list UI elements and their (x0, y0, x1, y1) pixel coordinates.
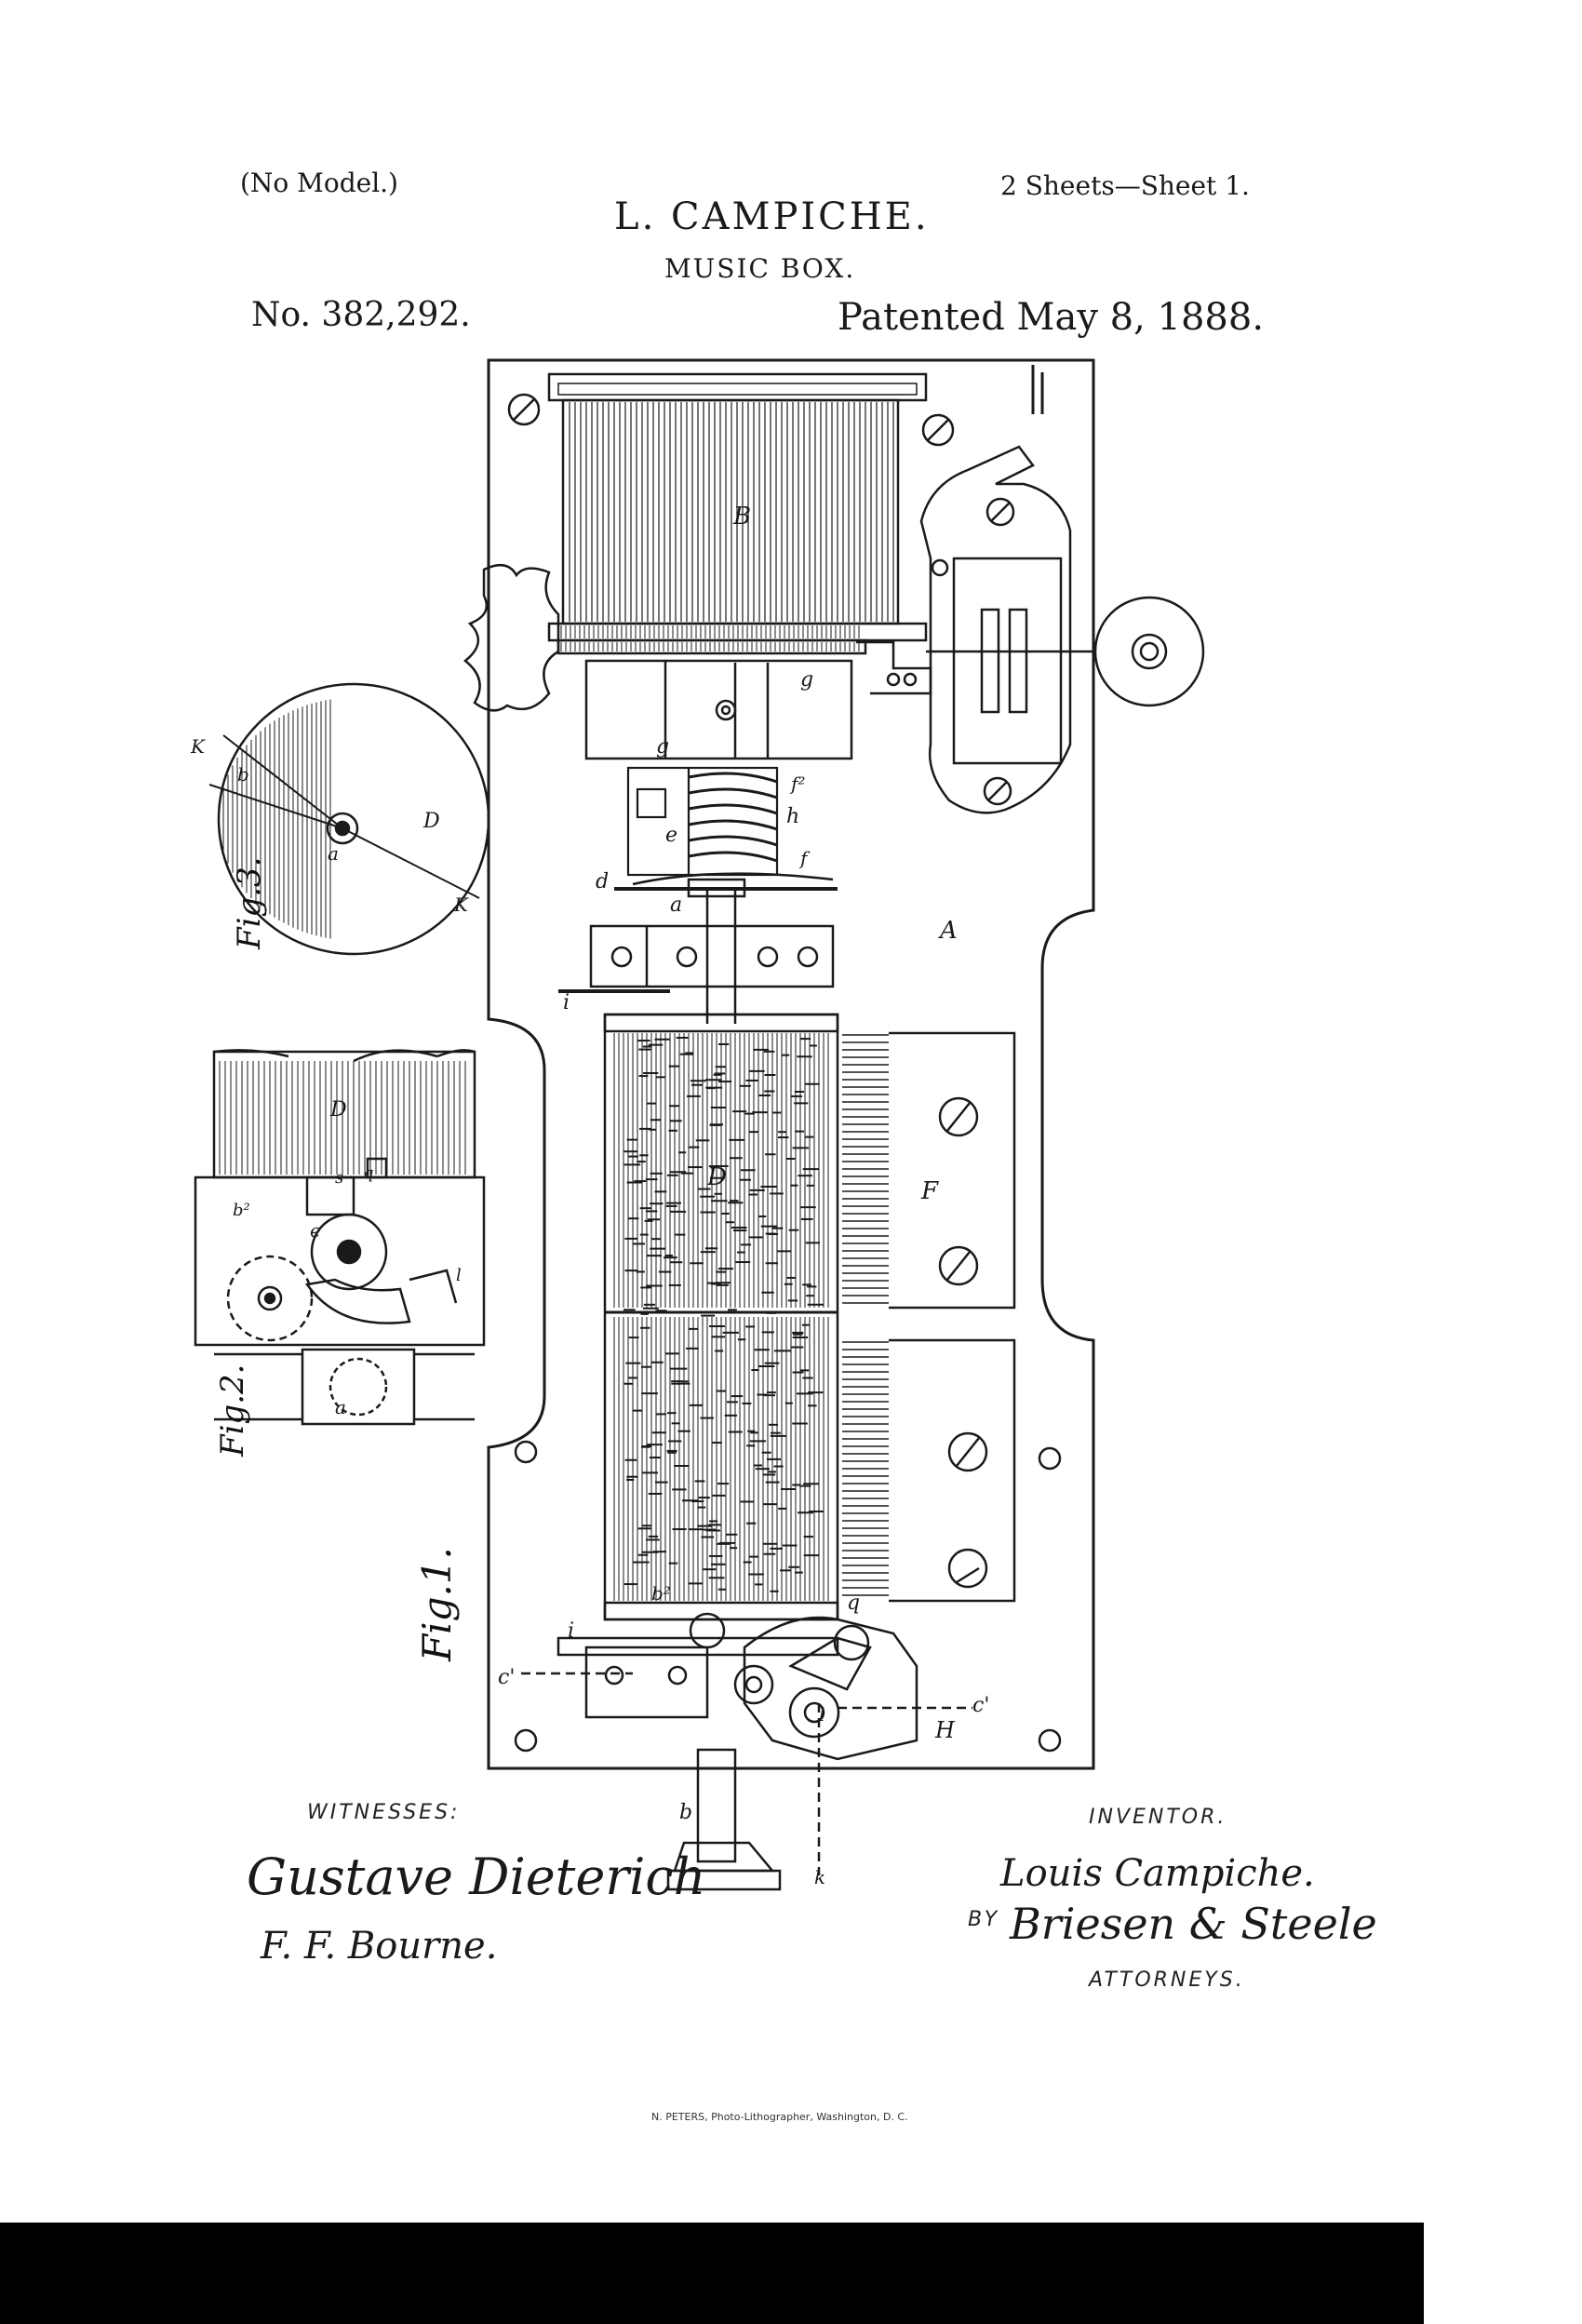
label-e-fig2: e (310, 1219, 321, 1242)
patent-number: No. 382,292. (251, 296, 471, 334)
label-k-fig3: K (191, 735, 205, 758)
label-F: F (921, 1177, 939, 1205)
label-b2: b² (651, 1582, 671, 1605)
label-b2-fig2: b² (233, 1201, 250, 1220)
label-a: a (670, 893, 683, 917)
label-q: q (847, 1592, 861, 1615)
label-i: i (563, 991, 570, 1014)
witness-signature-2: F. F. Bourne. (261, 1925, 498, 1968)
label-D: D (707, 1163, 727, 1191)
label-l-fig2: l (456, 1266, 462, 1285)
label-s-fig2: s (335, 1168, 344, 1188)
patent-date: Patented May 8, 1888. (838, 296, 1265, 339)
fig3-label: Fig.3. (231, 856, 268, 949)
subject-title: MUSIC BOX. (664, 253, 856, 284)
label-g: g (800, 668, 814, 692)
label-k: k (814, 1866, 826, 1888)
sheet-count: 2 Sheets—Sheet 1. (1000, 170, 1250, 201)
label-f2: f² (791, 772, 806, 795)
label-c-left: c' (498, 1666, 516, 1689)
label-D-fig2: D (330, 1098, 347, 1122)
by-label: BY (968, 1908, 1000, 1931)
label-q-fig2: q (363, 1163, 374, 1183)
label-a-fig3: a (328, 842, 339, 865)
label-b-fig3: b (237, 763, 249, 786)
label-b: b (679, 1801, 693, 1824)
label-g2: g (656, 735, 670, 759)
attorneys-label: ATTORNEYS. (1089, 1968, 1245, 1992)
inventor-signature: Louis Campiche. (1000, 1852, 1315, 1895)
label-H: H (935, 1717, 955, 1743)
inventor-name: L. CAMPICHE. (614, 195, 930, 238)
label-c-right: c' (972, 1694, 990, 1717)
label-d: d (596, 870, 610, 893)
label-f: f (800, 847, 808, 869)
witness-signature-1: Gustave Dieterich (247, 1847, 706, 1906)
label-e: e (665, 824, 678, 847)
label-D-fig3: D (423, 810, 440, 833)
attorneys-signature: Briesen & Steele (1010, 1899, 1377, 1949)
label-B: B (733, 503, 752, 531)
label-A: A (940, 917, 958, 945)
scan-border (0, 2223, 1424, 2324)
label-k2-fig3: K (454, 893, 468, 916)
printer-credit: N. PETERS, Photo-Lithographer, Washingto… (651, 2111, 908, 2123)
witnesses-label: WITNESSES: (307, 1801, 461, 1824)
label-a-fig2: a (335, 1396, 346, 1418)
label-l: l (819, 1703, 825, 1726)
fig1-label: Fig.1. (414, 1547, 460, 1661)
fig2-label: Fig.2. (214, 1364, 251, 1457)
label-h: h (786, 805, 800, 828)
inventor-label: INVENTOR. (1089, 1806, 1227, 1829)
label-i2: i (568, 1619, 575, 1643)
model-note: (No Model.) (240, 168, 398, 198)
